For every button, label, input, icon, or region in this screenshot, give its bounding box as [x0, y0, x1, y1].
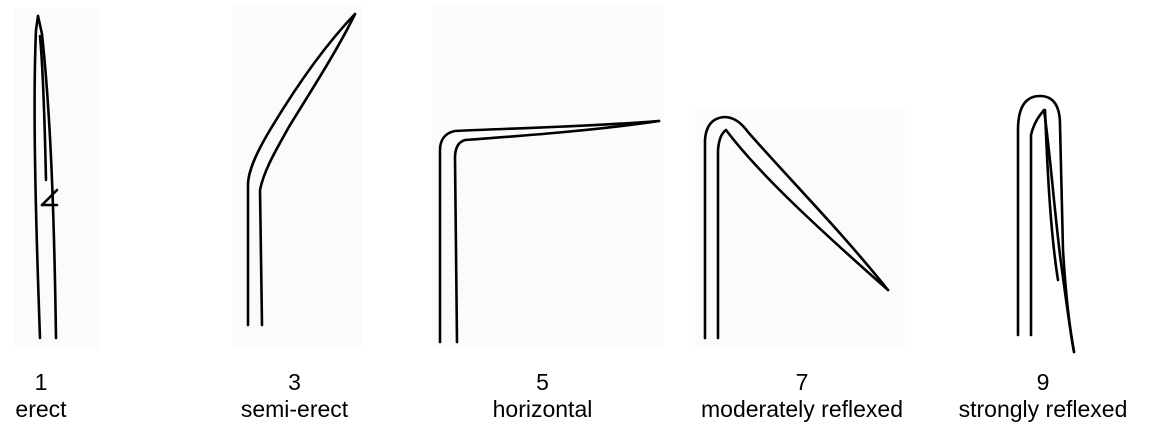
panel-3-description: semi-erect	[212, 396, 377, 423]
strongly-reflexed-leaf-drawing	[1018, 96, 1074, 352]
panel-9-caption: 9 strongly reflexed	[936, 369, 1150, 423]
panel-9-description: strongly reflexed	[936, 396, 1150, 423]
panel-3-caption: 3 semi-erect	[212, 369, 377, 423]
panel-5-caption: 5 horizontal	[460, 369, 625, 423]
panel-3-score: 3	[212, 369, 377, 396]
panel-1-caption: 1 erect	[0, 369, 82, 423]
horizontal-leaf-drawing	[440, 121, 659, 342]
panel-1-description: erect	[0, 396, 82, 423]
panel-5-description: horizontal	[460, 396, 625, 423]
panel-9-score: 9	[936, 369, 1150, 396]
panel-5-score: 5	[460, 369, 625, 396]
panel-7-score: 7	[672, 369, 932, 396]
moderately-reflexed-leaf-drawing	[705, 117, 888, 338]
panel-7-caption: 7 moderately reflexed	[672, 369, 932, 423]
panel-7-description: moderately reflexed	[672, 396, 932, 423]
panel-1-score: 1	[0, 369, 82, 396]
erect-leaf-drawing	[35, 16, 57, 338]
semi-erect-leaf-drawing	[248, 14, 355, 325]
